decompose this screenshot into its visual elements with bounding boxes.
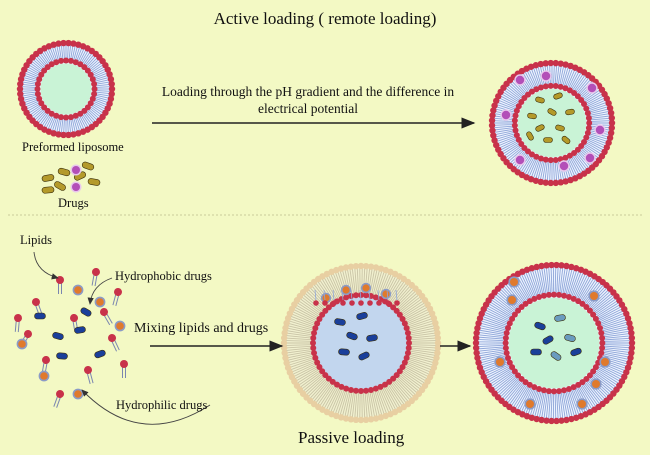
free-lipid-icon — [53, 390, 65, 408]
drug-blue-icon — [74, 326, 86, 334]
drug-blue-icon — [338, 348, 350, 356]
free-lipid-icon — [120, 360, 128, 378]
drug-orange-icon — [116, 322, 124, 330]
active-loading-arrow-label: Loading through the pH gradient and the … — [161, 84, 455, 116]
drug-orange-icon — [322, 294, 330, 302]
drugs-label: Drugs — [58, 196, 89, 210]
drug-capsule-icon — [54, 181, 66, 191]
drug-capsule-icon — [527, 112, 537, 120]
preformed-liposome-label: Preformed liposome — [22, 140, 124, 154]
free-lipid-icon — [112, 288, 122, 307]
drug-purple-icon — [515, 75, 525, 85]
drug-capsule-icon — [553, 92, 563, 100]
free-lipid-icon — [108, 334, 120, 352]
drug-orange-icon — [18, 340, 26, 348]
drug-blue-icon — [554, 314, 566, 322]
drug-orange-icon — [578, 400, 586, 408]
drug-orange-icon — [601, 358, 609, 366]
drug-blue-icon — [34, 312, 46, 320]
drug-orange-icon — [510, 278, 518, 286]
drug-purple-icon — [501, 110, 511, 120]
drug-purple-icon — [72, 183, 80, 191]
lipids-label: Lipids — [20, 233, 52, 247]
hydrophobic-pointer — [87, 277, 113, 305]
drug-orange-icon — [592, 380, 600, 388]
hydrophilic-pointer — [81, 389, 211, 425]
drug-blue-icon — [534, 321, 546, 331]
drug-blue-icon — [52, 332, 64, 340]
drug-blue-icon — [94, 349, 106, 359]
free-drugs-group — [41, 161, 101, 194]
drug-purple-icon — [595, 125, 605, 135]
liposome-core — [508, 297, 600, 389]
drug-purple-icon — [559, 161, 569, 171]
drug-orange-icon — [96, 298, 104, 306]
liposome-core — [517, 88, 587, 158]
drug-capsule-icon — [57, 167, 71, 177]
drug-capsule-icon — [547, 108, 557, 116]
liposome-core — [40, 63, 92, 115]
hydrophilic-drugs-label: Hydrophilic drugs — [116, 398, 208, 412]
drug-capsule-icon — [41, 174, 55, 182]
free-lipid-icon — [84, 366, 94, 385]
drug-capsule-icon — [41, 186, 55, 194]
drug-orange-icon — [382, 290, 390, 298]
mixing-liposome-icon — [280, 262, 442, 424]
drug-purple-icon — [515, 155, 525, 165]
drug-capsule-icon — [526, 131, 534, 141]
active-loading-title: Active loading ( remote loading) — [213, 9, 437, 28]
drug-capsule-icon — [535, 96, 545, 104]
drug-blue-icon — [358, 351, 370, 361]
drug-blue-icon — [530, 348, 542, 356]
drug-blue-icon — [356, 312, 368, 320]
drug-blue-icon — [564, 334, 576, 342]
drug-orange-icon — [496, 358, 504, 366]
drug-purple-icon — [541, 71, 551, 81]
drug-blue-icon — [366, 334, 378, 342]
hydrophobic-drugs-label: Hydrophobic drugs — [115, 269, 212, 283]
free-lipid-icon — [56, 276, 64, 294]
free-lipids-group — [14, 268, 128, 408]
drug-capsule-icon — [561, 135, 571, 145]
mixing-label: Mixing lipids and drugs — [134, 321, 269, 336]
drug-capsule-icon — [81, 161, 95, 171]
active-loaded-liposome-icon — [488, 59, 616, 187]
drug-capsule-icon — [87, 178, 101, 186]
drug-purple-icon — [72, 166, 80, 174]
liposome-core — [315, 297, 407, 389]
drug-blue-icon — [570, 347, 582, 357]
drug-capsule-icon — [535, 124, 545, 132]
drug-capsule-icon — [565, 108, 575, 116]
drug-purple-icon — [585, 153, 595, 163]
drug-blue-icon — [56, 352, 68, 360]
drug-orange-icon — [74, 390, 82, 398]
lipids-pointer — [33, 251, 59, 280]
drug-orange-icon — [74, 286, 82, 294]
drug-orange-icon — [342, 286, 350, 294]
free-lipid-icon — [100, 308, 113, 326]
drug-capsule-icon — [555, 124, 565, 132]
preformed-liposome-icon — [16, 39, 116, 139]
drug-orange-icon — [508, 296, 516, 304]
drug-orange-icon — [526, 400, 534, 408]
drug-blue-icon — [334, 318, 346, 326]
drug-blue-icon — [80, 307, 92, 317]
free-lipid-icon — [14, 314, 22, 333]
free-lipid-icon — [91, 268, 100, 287]
drug-purple-icon — [587, 83, 597, 93]
drug-orange-icon — [40, 372, 48, 380]
passive-loading-title: Passive loading — [298, 428, 405, 447]
passive-loaded-liposome-icon — [472, 261, 636, 425]
drug-blue-icon — [542, 335, 554, 345]
drug-orange-icon — [362, 284, 370, 292]
drug-orange-icon — [590, 292, 598, 300]
drug-capsule-icon — [543, 137, 553, 143]
drug-blue-icon — [346, 331, 358, 341]
drug-blue-icon — [550, 351, 562, 361]
